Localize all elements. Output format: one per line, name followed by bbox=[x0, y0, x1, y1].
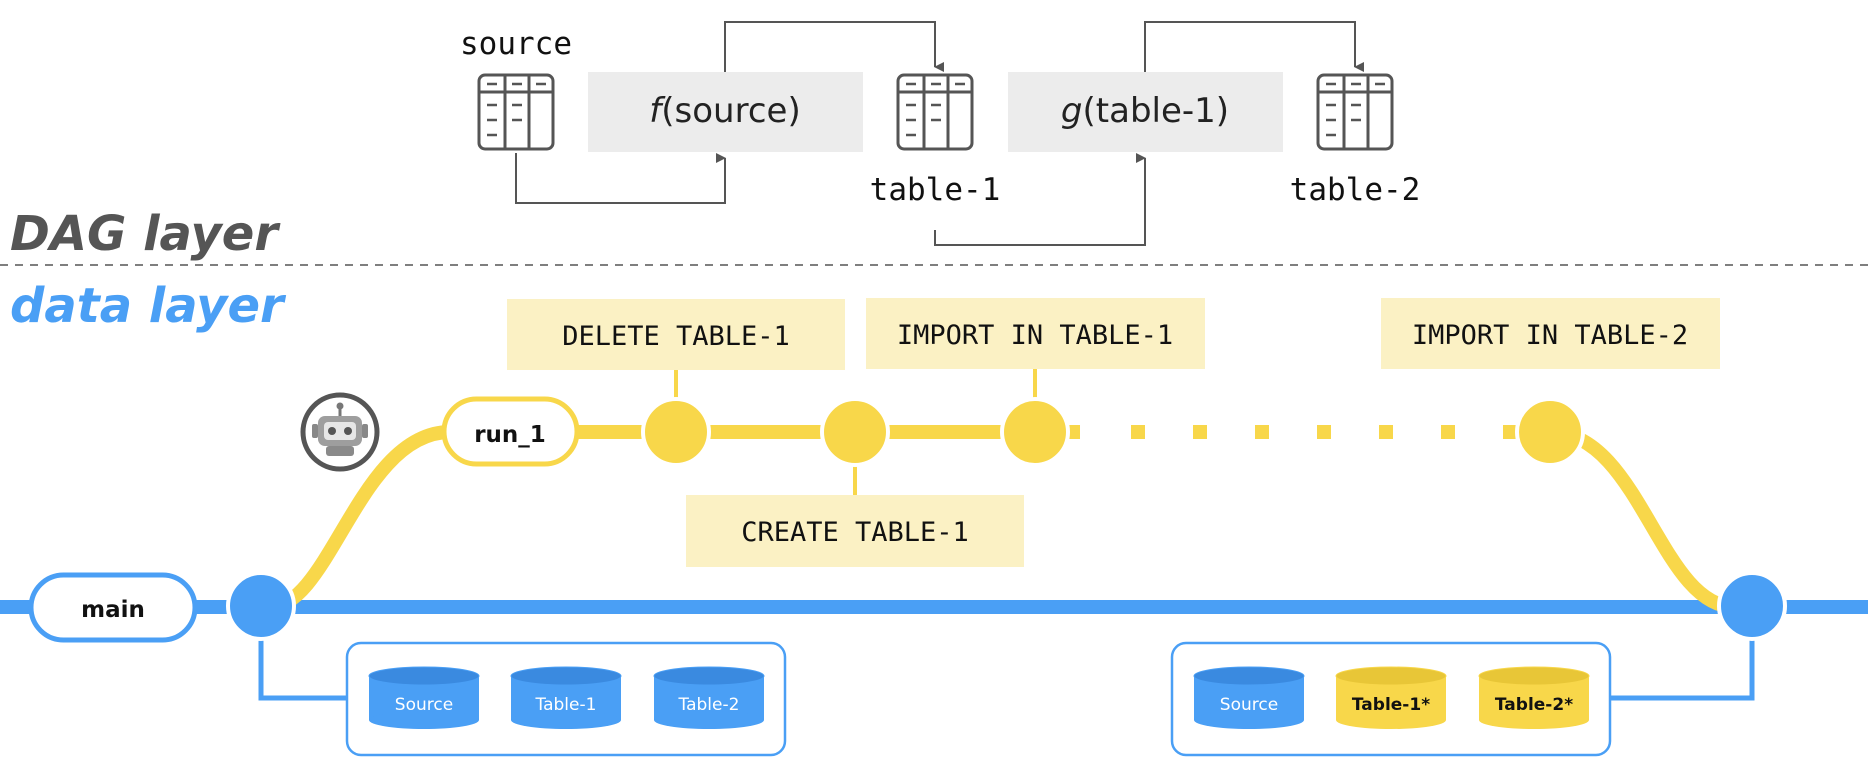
edge-source-to-f bbox=[515, 153, 726, 204]
data-layer-title: data layer bbox=[10, 278, 287, 334]
g-function-label: g(table-1) bbox=[1061, 91, 1229, 131]
commit-node-create[interactable] bbox=[820, 397, 890, 467]
table-1-label: table-1 bbox=[870, 172, 1001, 208]
source-label: source bbox=[460, 26, 572, 62]
import1-op-box bbox=[866, 298, 1205, 369]
g-function-box bbox=[1008, 72, 1283, 152]
run-branch-dotted bbox=[1066, 425, 1517, 439]
f-function-label: f(source) bbox=[649, 91, 800, 131]
main-commit-node-start[interactable] bbox=[226, 571, 296, 641]
commit-node-delete[interactable] bbox=[641, 397, 711, 467]
snapshot-after-table-1-label: Table-1* bbox=[1352, 695, 1430, 715]
run-branch-in-curve bbox=[1549, 425, 1736, 614]
create-op-label: CREATE TABLE-1 bbox=[741, 517, 969, 548]
commit-node-import-2[interactable] bbox=[1515, 397, 1585, 467]
edge-g-to-table-2 bbox=[1144, 21, 1364, 72]
edge-table-1-to-g bbox=[934, 153, 1146, 246]
main-branch-label: main bbox=[81, 597, 145, 623]
delete-op-box bbox=[507, 299, 845, 370]
edge-f-to-table-1 bbox=[724, 21, 944, 72]
delete-op-label: DELETE TABLE-1 bbox=[562, 321, 790, 352]
main-commit-node-merge[interactable] bbox=[1717, 571, 1787, 641]
f-function-box bbox=[588, 72, 863, 152]
snapshot-before-source: Source bbox=[368, 666, 480, 729]
snapshot-before-table-1-label: Table-1 bbox=[535, 695, 597, 715]
table-2-label: table-2 bbox=[1290, 172, 1421, 208]
main-branch-pill[interactable] bbox=[28, 572, 198, 643]
create-op-box bbox=[686, 495, 1024, 567]
commit-node-import-1[interactable] bbox=[1000, 397, 1070, 467]
robot-icon bbox=[300, 392, 380, 472]
snapshot-after-source-label: Source bbox=[1220, 695, 1278, 715]
snapshot-after-table-2: Table-2* bbox=[1478, 666, 1590, 729]
snapshot-before-table-1: Table-1 bbox=[510, 666, 622, 729]
table-2-icon bbox=[1316, 73, 1394, 151]
snapshot-before-table-2: Table-2 bbox=[653, 666, 765, 729]
snapshot-before-source-label: Source bbox=[395, 695, 453, 715]
run-branch-label: run_1 bbox=[474, 422, 546, 448]
dag-layer: source f(source) table-1 g(table-1) tabl… bbox=[460, 21, 1421, 246]
import2-op-label: IMPORT IN TABLE-2 bbox=[1412, 320, 1688, 351]
source-table-icon bbox=[477, 73, 555, 151]
run-branch-pill[interactable] bbox=[441, 396, 580, 467]
snapshot-after-table-2-label: Table-2* bbox=[1495, 695, 1573, 715]
snapshot-after-source: Source bbox=[1193, 666, 1305, 729]
import2-op-box bbox=[1381, 298, 1720, 369]
dag-layer-title: DAG layer bbox=[10, 206, 281, 262]
table-1-icon bbox=[896, 73, 974, 151]
snapshot-before-table-2-label: Table-2 bbox=[678, 695, 740, 715]
import1-op-label: IMPORT IN TABLE-1 bbox=[897, 320, 1173, 351]
snapshot-after-table-1: Table-1* bbox=[1335, 666, 1447, 729]
